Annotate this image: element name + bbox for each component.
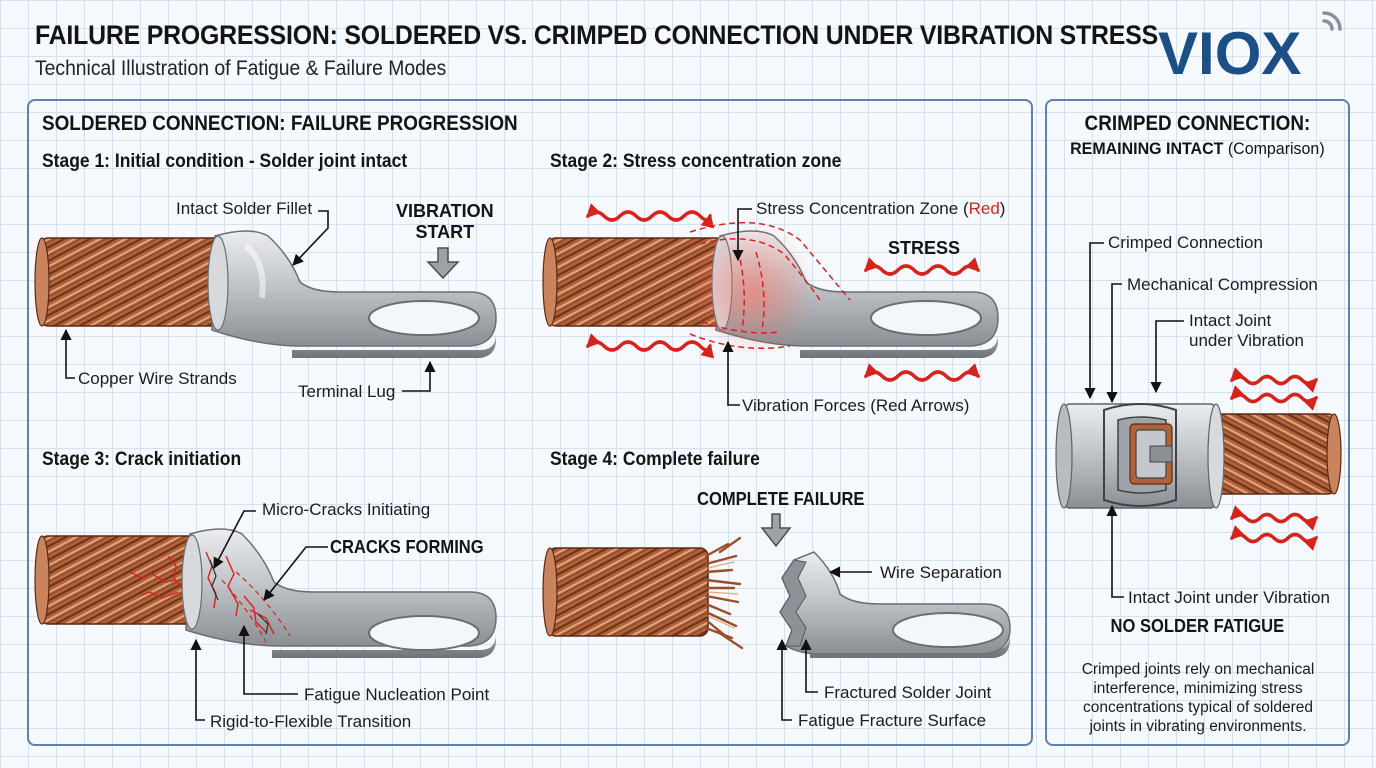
page-title: FAILURE PROGRESSION: SOLDERED VS. CRIMPE… — [35, 20, 1158, 50]
label-terminal-lug: Terminal Lug — [298, 382, 396, 401]
vibration-start-arrow — [426, 247, 460, 280]
stage4-title: Stage 4: Complete failure — [550, 449, 760, 470]
crimped-subheading: REMAINING INTACT (Comparison) — [1070, 139, 1325, 158]
label-complete-failure: COMPLETE FAILURE — [697, 489, 865, 509]
stress-zone-glow — [690, 224, 814, 356]
crimped-copper-wire — [1205, 413, 1337, 495]
label-micro-cracks: Micro-Cracks Initiating — [262, 500, 431, 519]
label-cracks-forming: CRACKS FORMING — [330, 537, 484, 557]
svg-text:VIOX: VIOX — [1158, 20, 1301, 86]
label-copper-wire-strands: Copper Wire Strands — [78, 369, 237, 388]
stage1-illustration — [34, 210, 497, 392]
fracture-surface — [779, 559, 807, 647]
signal-waves-icon — [1322, 11, 1342, 31]
label-wire-separation: Wire Separation — [880, 563, 1002, 582]
stage4-illustration — [542, 513, 1011, 721]
vibration-arrows — [586, 203, 980, 382]
label-fatigue-nucleation: Fatigue Nucleation Point — [304, 685, 490, 704]
viox-logo: VIOX — [1158, 11, 1342, 86]
label-fatigue-fracture-surface: Fatigue Fracture Surface — [798, 711, 987, 730]
crimped-panel — [1045, 99, 1350, 746]
label-rigid-flexible-transition: Rigid-to-Flexible Transition — [210, 712, 412, 731]
stage2-illustration — [542, 203, 999, 406]
label-crimped-connection: Crimped Connection — [1108, 233, 1263, 252]
soldered-heading: SOLDERED CONNECTION: FAILURE PROGRESSION — [42, 112, 518, 135]
label-intact-solder-fillet: Intact Solder Fillet — [176, 199, 313, 218]
stage3-title: Stage 3: Crack initiation — [42, 449, 242, 470]
label-vibration-start: VIBRATION START — [396, 201, 494, 242]
copper-wire-strands — [39, 237, 221, 327]
stage2-title: Stage 2: Stress concentration zone — [550, 151, 842, 172]
stage1-title: Stage 1: Initial condition - Solder join… — [42, 151, 408, 172]
frayed-wire-ends — [704, 536, 744, 650]
label-stress: STRESS — [888, 238, 961, 258]
label-fractured-solder-joint: Fractured Solder Joint — [824, 683, 992, 702]
label-no-solder-fatigue: NO SOLDER FATIGUE — [1110, 616, 1285, 636]
soldered-panel — [27, 99, 1033, 746]
page-subtitle: Technical Illustration of Fatigue & Fail… — [35, 57, 447, 80]
label-intact-joint: Intact Joint under Vibration — [1189, 311, 1304, 350]
label-vibration-forces: Vibration Forces (Red Arrows) — [742, 396, 970, 415]
complete-failure-arrow — [760, 513, 792, 548]
label-mechanical-compression: Mechanical Compression — [1127, 275, 1318, 294]
micro-cracks — [129, 551, 275, 635]
crimped-heading: CRIMPED CONNECTION: — [1084, 112, 1311, 135]
label-intact-joint-bottom: Intact Joint under Vibration — [1128, 588, 1330, 607]
crimped-illustration — [1055, 242, 1342, 598]
label-stress-concentration-zone: Stress Concentration Zone (Red) — [756, 199, 1006, 218]
stage3-illustration — [34, 510, 497, 721]
crimped-note: Crimped joints rely on mechanical interf… — [1081, 661, 1315, 735]
